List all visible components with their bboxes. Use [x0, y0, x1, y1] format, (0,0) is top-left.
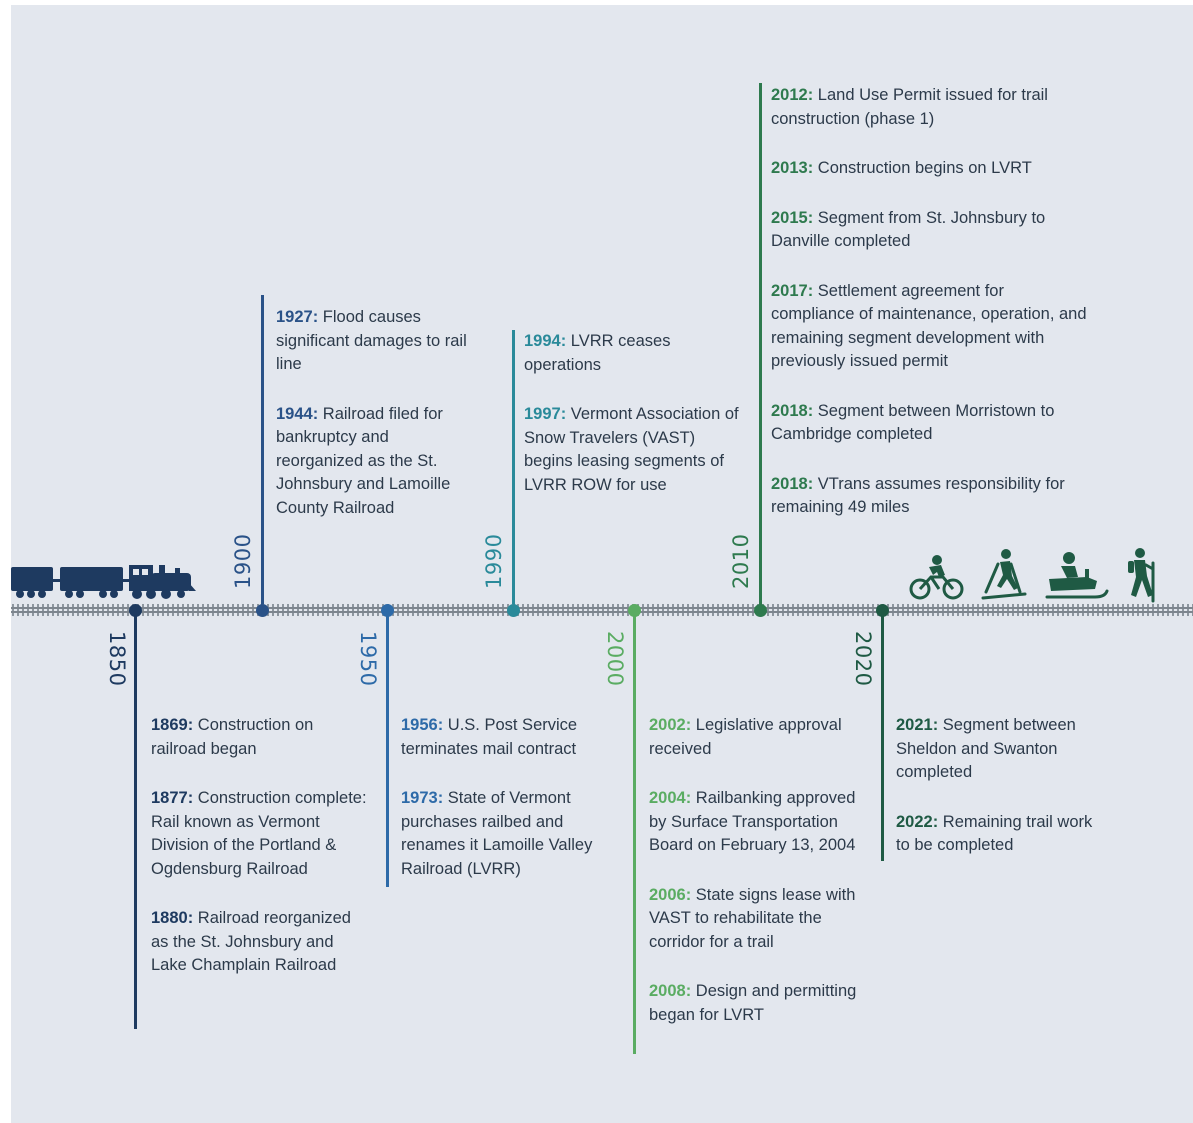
- event-text: Construction on railroad began: [151, 716, 314, 758]
- event-year: 1973:: [401, 789, 444, 807]
- event-year: 2013:: [771, 159, 814, 177]
- decade-2010: 2010: [729, 533, 753, 589]
- events-1900: 1927: Flood causes significant damages t…: [276, 306, 476, 546]
- snowmobile-icon: [1045, 552, 1109, 599]
- events-1850: 1869: Construction on railroad began 1877…: [151, 714, 371, 1004]
- event-item: 2002: Legislative approval received: [649, 714, 859, 761]
- event-item: 2015: Segment from St. Johnsbury to Danv…: [771, 207, 1091, 254]
- event-year: 1994:: [524, 332, 567, 350]
- event-text: State signs lease with VAST to rehabilit…: [649, 885, 856, 951]
- decade-2000: 2000: [603, 631, 627, 687]
- dot-2020: [876, 604, 889, 617]
- event-item: 1956: U.S. Post Service terminates mail …: [401, 714, 611, 761]
- event-item: 2012: Land Use Permit issued for trail c…: [771, 84, 1091, 131]
- event-year: 1997:: [524, 405, 567, 423]
- event-text: Construction complete: Rail known as Ver…: [151, 789, 367, 878]
- decade-1850: 1850: [105, 631, 129, 687]
- line-1900: [261, 295, 264, 611]
- bicycle-icon: [909, 555, 964, 600]
- event-item: 2006: State signs lease with VAST to reh…: [649, 884, 859, 955]
- event-year: 2008:: [649, 982, 692, 1000]
- line-2020: [881, 611, 884, 861]
- event-text: Design and permitting began for LVRT: [649, 982, 857, 1024]
- event-text: Legislative approval received: [649, 716, 842, 758]
- event-item: 1880: Railroad reorganized as the St. Jo…: [151, 907, 371, 978]
- line-1950: [386, 611, 389, 887]
- event-text: Remaining trail work to be completed: [896, 812, 1093, 855]
- line-1990: [512, 330, 515, 611]
- dot-1950: [381, 604, 394, 617]
- line-2000: [633, 611, 636, 1054]
- dot-1900: [256, 604, 269, 617]
- event-text: Settlement agreement for compliance of m…: [771, 281, 1087, 371]
- events-1990: 1994: LVRR ceases operations 1997: Vermon…: [524, 330, 739, 523]
- dot-2010: [754, 604, 767, 617]
- decade-1950: 1950: [356, 631, 380, 687]
- event-item: 1877: Construction complete: Rail known …: [151, 787, 371, 881]
- event-text: Railroad filed for bankruptcy and reorga…: [276, 404, 451, 517]
- train-icon: [11, 565, 196, 599]
- event-item: 2018: VTrans assumes responsibility for …: [771, 473, 1091, 520]
- event-item: 1944: Railroad filed for bankruptcy and …: [276, 403, 476, 521]
- event-text: Vermont Association of Snow Travelers (V…: [524, 405, 739, 494]
- event-text: Railroad reorganized as the St. Johnsbur…: [151, 909, 351, 974]
- event-year: 2015:: [771, 208, 814, 227]
- timeline-canvas: 1850 1900 1950 1990 2000 2010 2020 1869:…: [11, 5, 1193, 1123]
- event-year: 2021:: [896, 716, 939, 734]
- event-item: 1869: Construction on railroad began: [151, 714, 371, 761]
- event-text: Railbanking approved by Surface Transpor…: [649, 789, 856, 854]
- decade-1990: 1990: [482, 533, 506, 589]
- event-item: 1994: LVRR ceases operations: [524, 330, 739, 377]
- event-item: 1997: Vermont Association of Snow Travel…: [524, 403, 739, 497]
- rail-track: [11, 604, 1193, 616]
- event-year: 1927:: [276, 308, 319, 326]
- event-year: 2018:: [771, 401, 814, 420]
- event-item: 2018: Segment between Morristown to Camb…: [771, 400, 1091, 447]
- events-2020: 2021: Segment between Sheldon and Swanto…: [896, 714, 1106, 884]
- dot-1990: [507, 604, 520, 617]
- cross-country-ski-icon: [981, 549, 1027, 600]
- event-year: 2004:: [649, 789, 692, 807]
- event-item: 2008: Design and permitting began for LV…: [649, 980, 859, 1027]
- events-1950: 1956: U.S. Post Service terminates mail …: [401, 714, 611, 907]
- line-2010: [759, 83, 762, 611]
- hiker-icon: [1128, 548, 1155, 603]
- events-2000: 2002: Legislative approval received 2004:…: [649, 714, 859, 1053]
- event-year: 2012:: [771, 86, 814, 104]
- dot-2000: [628, 604, 641, 617]
- event-item: 2021: Segment between Sheldon and Swanto…: [896, 714, 1106, 785]
- event-year: 1869:: [151, 716, 194, 734]
- line-1850: [134, 611, 137, 1029]
- event-year: 1944:: [276, 404, 319, 423]
- event-year: 2018:: [771, 474, 814, 493]
- event-text: State of Vermont purchases railbed and r…: [401, 789, 593, 878]
- decade-1900: 1900: [231, 533, 255, 589]
- event-item: 1927: Flood causes significant damages t…: [276, 306, 476, 377]
- event-text: Construction begins on LVRT: [813, 159, 1032, 177]
- event-text: Segment from St. Johnsbury to Danville c…: [771, 208, 1046, 251]
- event-item: 2017: Settlement agreement for complianc…: [771, 280, 1091, 374]
- decade-2020: 2020: [851, 631, 875, 687]
- event-item: 2004: Railbanking approved by Surface Tr…: [649, 787, 859, 858]
- event-year: 2002:: [649, 716, 692, 734]
- event-text: Segment between Morristown to Cambridge …: [771, 401, 1055, 444]
- event-year: 1956:: [401, 716, 444, 734]
- event-text: U.S. Post Service terminates mail contra…: [401, 716, 578, 758]
- event-year: 1877:: [151, 789, 194, 807]
- event-text: Segment between Sheldon and Swanton comp…: [896, 716, 1076, 781]
- event-year: 2017:: [771, 281, 814, 300]
- events-2010: 2012: Land Use Permit issued for trail c…: [771, 84, 1091, 546]
- event-text: Land Use Permit issued for trail constru…: [771, 86, 1048, 128]
- dot-1850: [129, 604, 142, 617]
- event-item: 1973: State of Vermont purchases railbed…: [401, 787, 611, 881]
- event-year: 2006:: [649, 885, 692, 904]
- event-text: Flood causes significant damages to rail…: [276, 308, 467, 373]
- event-item: 2022: Remaining trail work to be complet…: [896, 811, 1106, 858]
- event-text: LVRR ceases operations: [524, 332, 671, 374]
- event-year: 2022:: [896, 812, 939, 831]
- event-item: 2013: Construction begins on LVRT: [771, 157, 1091, 181]
- event-year: 1880:: [151, 909, 194, 927]
- event-text: VTrans assumes responsibility for remain…: [771, 474, 1065, 517]
